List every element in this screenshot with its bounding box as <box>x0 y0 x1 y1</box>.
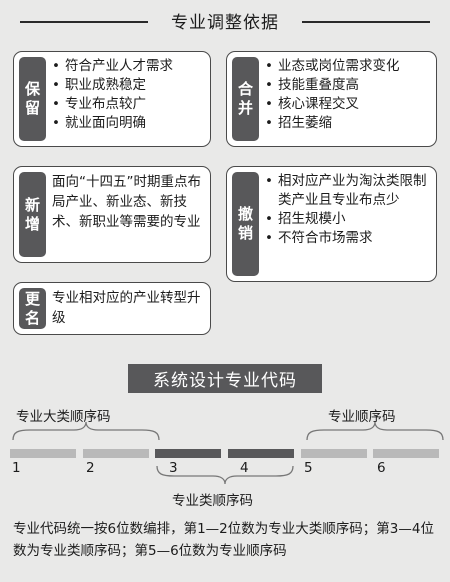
title-rule-right <box>302 21 430 23</box>
code-segment-4 <box>228 449 294 458</box>
list-item: •符合产业人才需求 <box>52 58 173 74</box>
code-segment-5 <box>301 449 367 458</box>
list-item: •专业布点较广 <box>52 96 146 112</box>
merge-list: •业态或岗位需求变化 •技能重叠度高 •核心课程交叉 •招生萎缩 <box>265 57 432 133</box>
card-rename: 更 名 专业相对应的产业转型升级 <box>13 282 211 335</box>
brace-major <box>306 421 444 441</box>
label-class: 专业类顺序码 <box>172 493 253 509</box>
list-item: •业态或岗位需求变化 <box>265 58 400 74</box>
label-major: 专业顺序码 <box>328 409 396 425</box>
card-merge: 合 并 •业态或岗位需求变化 •技能重叠度高 •核心课程交叉 •招生萎缩 <box>226 51 437 147</box>
list-item: •核心课程交叉 <box>265 96 359 112</box>
label-major-class: 专业大类顺序码 <box>16 409 111 425</box>
list-item: •职业成熟稳定 <box>52 77 146 93</box>
digit-3: 3 <box>169 460 178 476</box>
list-item: •相对应产业为淘汰类限制类产业且专业布点少 <box>265 173 427 208</box>
list-item: •招生规模小 <box>265 211 346 227</box>
title-rule-left <box>20 21 148 23</box>
tag-retain: 保 留 <box>19 57 46 141</box>
list-item: •就业面向明确 <box>52 115 146 131</box>
code-segment-3 <box>155 449 221 458</box>
list-item: •不符合市场需求 <box>265 230 373 246</box>
code-segment-2 <box>83 449 149 458</box>
retain-list: •符合产业人才需求 •职业成熟稳定 •专业布点较广 •就业面向明确 <box>52 57 206 133</box>
card-retain: 保 留 •符合产业人才需求 •职业成熟稳定 •专业布点较广 •就业面向明确 <box>13 51 211 147</box>
brace-major-class <box>12 421 160 441</box>
rename-text: 专业相对应的产业转型升级 <box>52 290 201 326</box>
card-revoke: 撤 销 •相对应产业为淘汰类限制类产业且专业布点少 •招生规模小 •不符合市场需… <box>226 166 437 282</box>
tag-revoke: 撤 销 <box>232 172 259 276</box>
digit-2: 2 <box>86 460 95 476</box>
add-text: 面向“十四五”时期重点布局产业、新业态、新技术、新职业等需要的专业 <box>52 174 201 230</box>
digit-1: 1 <box>12 460 21 476</box>
digit-4: 4 <box>240 460 249 476</box>
tag-add: 新 增 <box>19 172 46 257</box>
digit-5: 5 <box>304 460 313 476</box>
code-section-title: 系统设计专业代码 <box>128 364 322 393</box>
footnote: 专业代码统一按6位数编排，第1—2位数为专业大类顺序码；第3—4位数为专业类顺序… <box>13 521 434 559</box>
code-segment-6 <box>373 449 439 458</box>
digit-6: 6 <box>377 460 386 476</box>
brace-class <box>156 465 294 485</box>
list-item: •技能重叠度高 <box>265 77 359 93</box>
list-item: •招生萎缩 <box>265 115 332 131</box>
tag-merge: 合 并 <box>232 57 259 141</box>
code-segment-1 <box>10 449 76 458</box>
page-title: 专业调整依据 <box>171 13 279 33</box>
card-add: 新 增 面向“十四五”时期重点布局产业、新业态、新技术、新职业等需要的专业 <box>13 166 211 263</box>
tag-rename: 更 名 <box>19 288 46 329</box>
revoke-list: •相对应产业为淘汰类限制类产业且专业布点少 •招生规模小 •不符合市场需求 <box>265 172 432 248</box>
